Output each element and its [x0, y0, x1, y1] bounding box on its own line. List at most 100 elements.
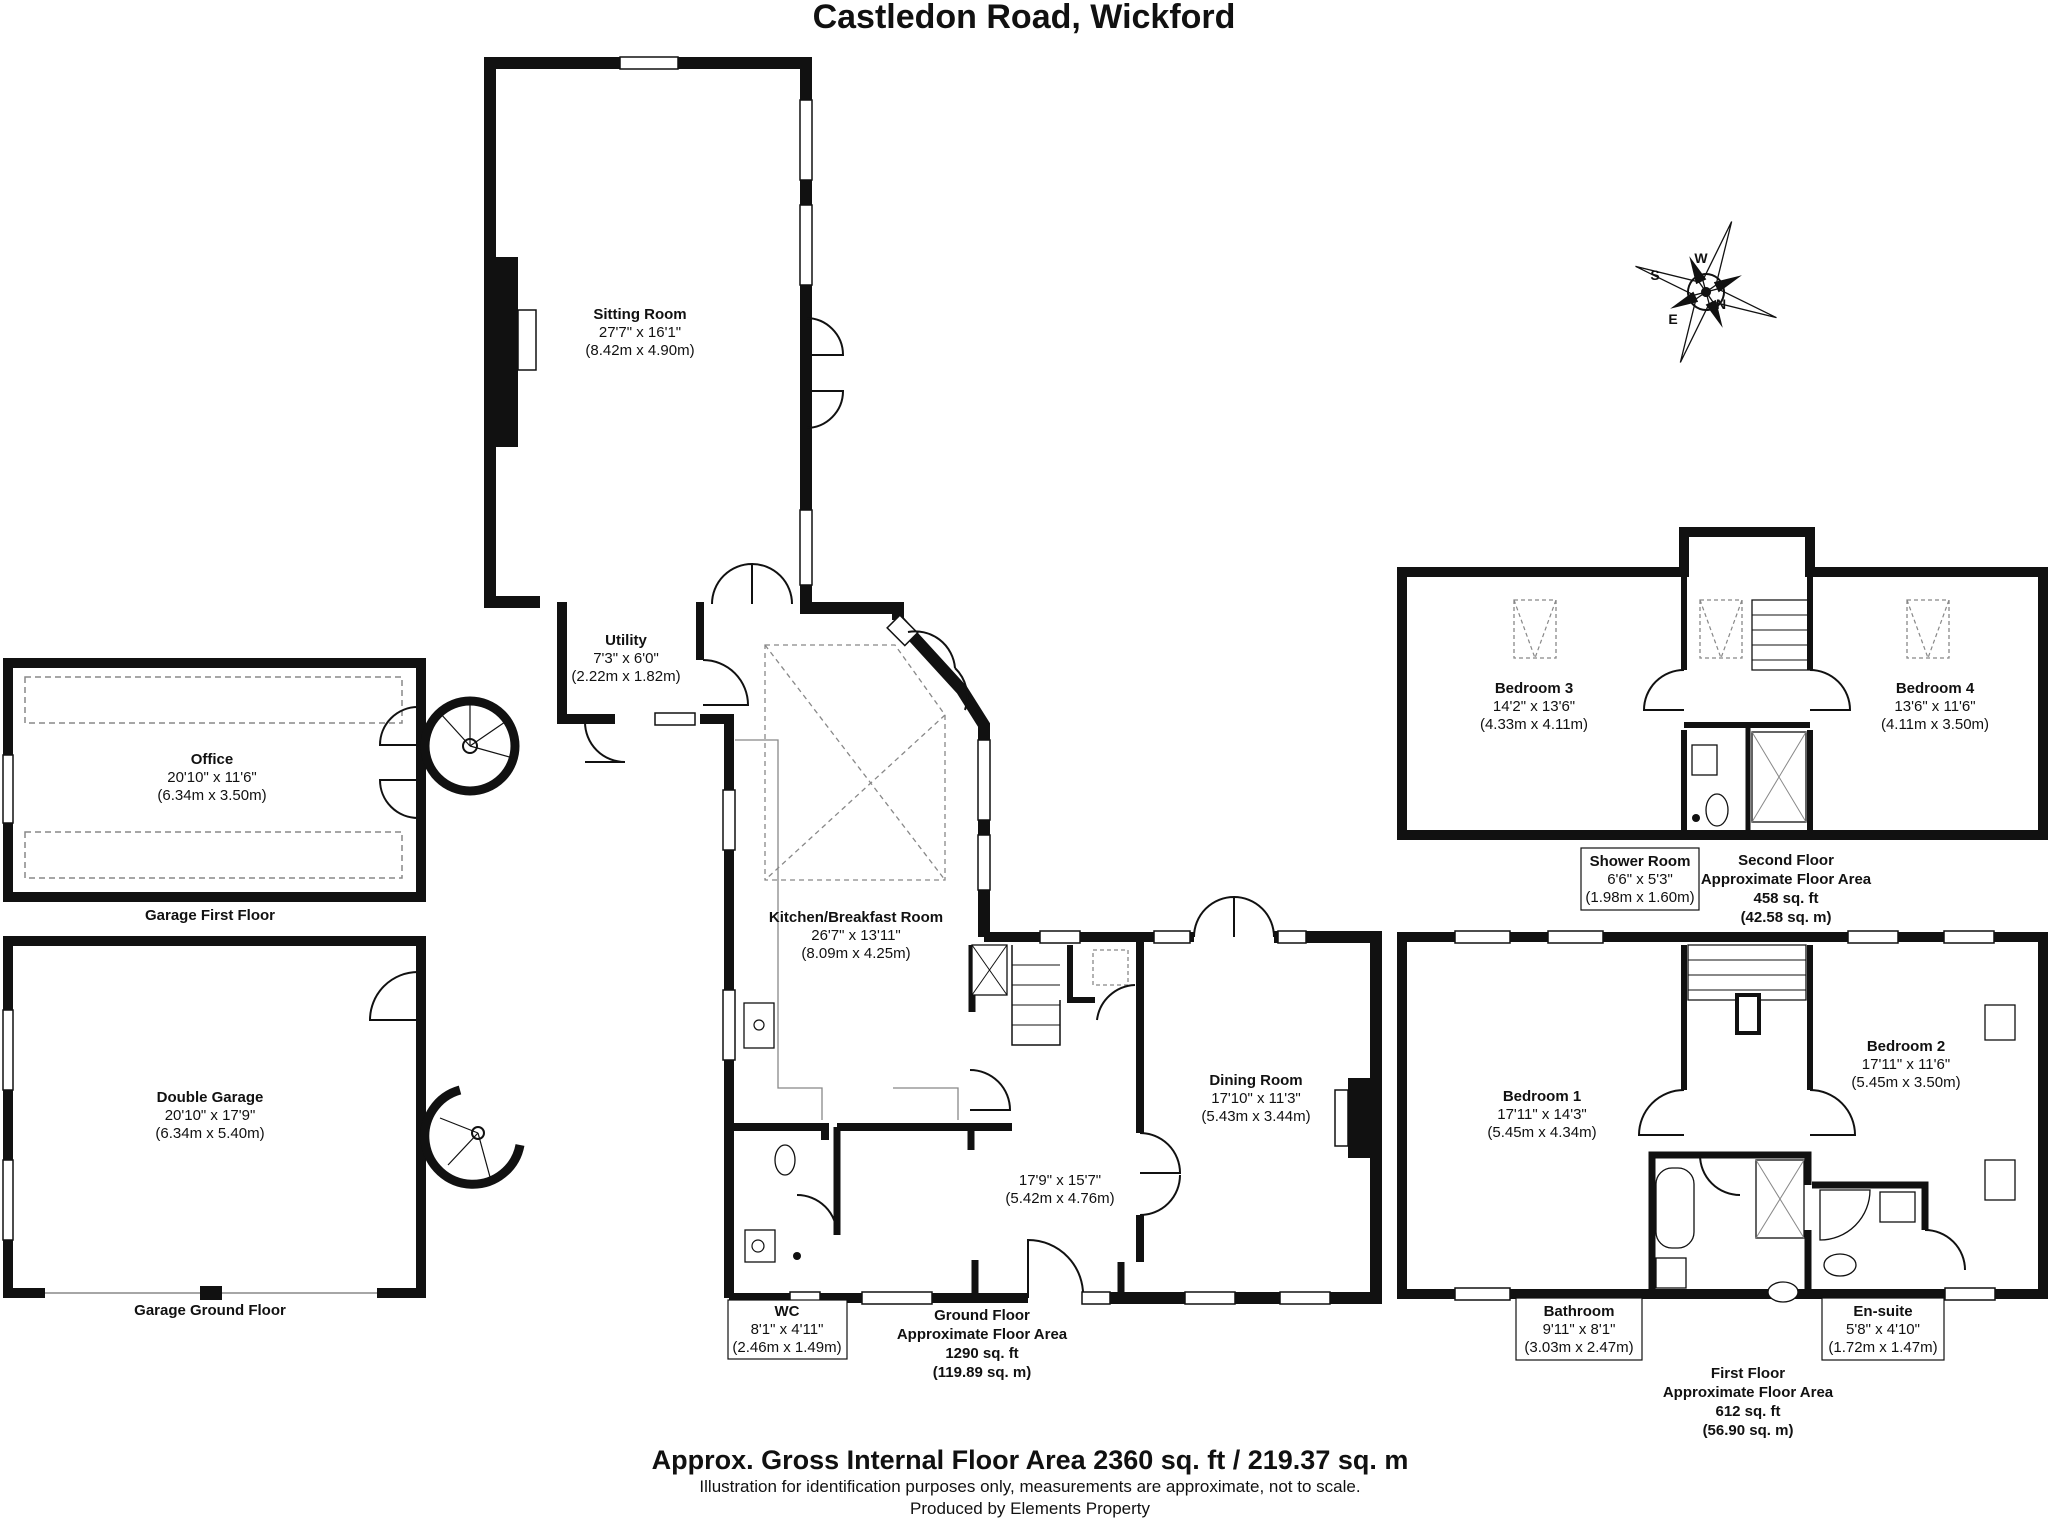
bathroom-basin	[1655, 1257, 1687, 1289]
sitting-room-name: Sitting Room	[593, 306, 686, 323]
ensuite-toilet	[1823, 1253, 1857, 1277]
gross-floor-area: Approx. Gross Internal Floor Area 2360 s…	[652, 1445, 1409, 1475]
bedroom2-wardrobe-2	[1984, 1159, 2016, 1201]
garage-ground-floor-label: Garage Ground Floor	[134, 1302, 286, 1319]
kitchen-metric: (8.09m x 4.25m)	[801, 945, 910, 962]
second-floor-area-label: Approximate Floor Area	[1701, 871, 1872, 888]
ground-floor-sqft: 1290 sq. ft	[945, 1345, 1018, 1362]
utility-window	[654, 712, 696, 726]
ensuite-basin	[1879, 1191, 1916, 1223]
bathroom-door	[1699, 1154, 1741, 1196]
bedroom3-imperial: 14'2" x 13'6"	[1493, 698, 1575, 715]
sitting-room-inner-door-1	[711, 562, 753, 605]
ensuite-metric: (1.72m x 1.47m)	[1828, 1339, 1937, 1356]
ground-floor-label: Ground Floor	[934, 1307, 1030, 1324]
sitting-room-hearth	[517, 309, 537, 371]
compass-e: E	[1668, 311, 1677, 327]
garage-side-door	[368, 971, 419, 1021]
sitting-room-inner-door-2	[751, 563, 793, 605]
office-door-leaf	[378, 779, 419, 819]
bedroom4-skylight	[1906, 599, 1950, 659]
ensuite-name: En-suite	[1853, 1303, 1912, 1320]
office-door	[378, 706, 419, 746]
sitting-room-french-door-2	[805, 390, 845, 429]
office-window	[2, 754, 14, 824]
bedroom1-imperial: 17'11" x 14'3"	[1497, 1106, 1587, 1123]
garage-name: Double Garage	[157, 1089, 264, 1106]
dining-french-door-1	[1193, 895, 1235, 938]
front-door	[1027, 1238, 1085, 1299]
bedroom1-door	[1637, 1089, 1685, 1136]
garage-walls	[3, 936, 426, 1298]
ensuite-label-box	[1821, 1297, 1945, 1361]
kitchen-external-door-1	[907, 630, 956, 669]
bedroom4-door	[1809, 669, 1852, 711]
garage-ground-floor-plan: Double Garage 20'10" x 17'9" (6.34m x 5.…	[2, 936, 525, 1319]
hall-window-front	[1081, 1291, 1111, 1305]
dining-french-door-2	[1233, 896, 1275, 938]
shower-room-name: Shower Room	[1590, 853, 1691, 870]
dining-room-imperial: 17'10" x 11'3"	[1211, 1090, 1301, 1107]
bedroom3-door	[1642, 669, 1685, 711]
bedroom1-name: Bedroom 1	[1503, 1088, 1581, 1105]
bedroom4-metric: (4.11m x 3.50m)	[1881, 716, 1989, 733]
second-floor-label: Second Floor	[1738, 852, 1834, 869]
office-imperial: 20'10" x 11'6"	[167, 769, 257, 786]
garage-imperial: 20'10" x 17'9"	[165, 1107, 256, 1124]
dining-hearth	[1334, 1089, 1349, 1147]
bathroom-label-box	[1515, 1297, 1643, 1361]
kitchen-right-wall	[893, 615, 990, 937]
dining-room-name: Dining Room	[1209, 1072, 1302, 1089]
office-name: Office	[191, 751, 234, 768]
kitchen-hall-door	[969, 1069, 1012, 1111]
bedroom2-imperial: 17'11" x 11'6"	[1862, 1056, 1950, 1073]
bedroom4-imperial: 13'6" x 11'6"	[1894, 698, 1975, 715]
garage-metric: (6.34m x 5.40m)	[155, 1125, 264, 1142]
hall-window-top	[1039, 930, 1081, 944]
bathroom-toilet	[1767, 1281, 1799, 1303]
kitchen-window-angled	[886, 614, 919, 647]
kitchen-window-left-1	[722, 789, 736, 851]
dining-window-bottom-2	[1279, 1291, 1331, 1305]
sitting-room-window-right-1	[799, 99, 813, 181]
office-metric: (6.34m x 3.50m)	[157, 787, 266, 804]
bedroom4-name: Bedroom 4	[1896, 680, 1975, 697]
wc-metric: (2.46m x 1.49m)	[732, 1339, 841, 1356]
utility-imperial: 7'3" x 6'0"	[593, 650, 659, 667]
hall-staircase	[1011, 945, 1061, 1046]
garage-first-floor-label: Garage First Floor	[145, 907, 275, 924]
ground-floor-plan: Sitting Room 27'7" x 16'1" (8.42m x 4.90…	[484, 56, 1382, 1381]
wc-drain	[793, 1252, 801, 1260]
bedroom2-window-2	[1943, 930, 1995, 944]
bedroom3-metric: (4.33m x 4.11m)	[1480, 716, 1588, 733]
page-title: Castledon Road, Wickford	[813, 0, 1236, 36]
bathroom-name: Bathroom	[1544, 1303, 1615, 1320]
sitting-room-french-door-1	[805, 317, 845, 356]
wc-label-box	[727, 1299, 848, 1360]
bedroom2-window-1	[1847, 930, 1899, 944]
dining-left-wall	[1135, 933, 1144, 1133]
sitting-room-window-right-3	[799, 509, 813, 586]
ground-floor-sqm: (119.89 sq. m)	[933, 1364, 1031, 1381]
first-floor-plan: Bedroom 1 17'11" x 14'3" (5.45m x 4.34m)…	[1397, 930, 2048, 1439]
compass-rose	[1635, 221, 1777, 363]
shower-room-label-box	[1580, 847, 1700, 911]
hall-metric: (5.42m x 4.76m)	[1005, 1190, 1114, 1207]
dining-door-1	[1139, 1132, 1182, 1174]
shower-room-imperial: 6'6" x 5'3"	[1607, 871, 1673, 888]
wc-toilet	[774, 1144, 796, 1176]
kitchen-roof-lantern	[764, 644, 946, 881]
bedroom1-metric: (5.45m x 4.34m)	[1487, 1124, 1596, 1141]
producer-credit: Produced by Elements Property	[910, 1499, 1151, 1518]
utility-external-door	[584, 721, 626, 763]
utility-metric: (2.22m x 1.82m)	[571, 668, 680, 685]
utility-walls	[557, 602, 615, 724]
kitchen-worktop	[735, 739, 823, 1120]
wc-door	[796, 1194, 838, 1236]
kitchen-window-right-2	[977, 834, 991, 891]
garage-first-floor-plan: Office 20'10" x 11'6" (6.34m x 3.50m) Ga…	[2, 658, 520, 924]
kitchen-window-left-2	[722, 989, 736, 1061]
spiral-stair-upper	[420, 696, 520, 796]
kitchen-window-right-1	[977, 739, 991, 821]
